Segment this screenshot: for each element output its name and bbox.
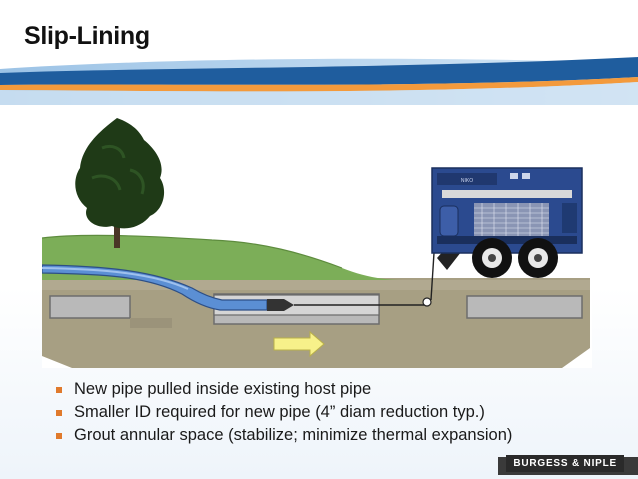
- slip-lining-illustration: NIKO: [42, 118, 592, 368]
- bullet-text: Smaller ID required for new pipe (4” dia…: [74, 403, 485, 421]
- tree-icon: [75, 118, 165, 248]
- cable-pulley: [422, 297, 432, 307]
- wheel-icon: [518, 238, 558, 278]
- company-logo: BURGESS & NIPLE: [506, 455, 624, 472]
- slide-title: Slip-Lining: [24, 22, 150, 50]
- bullet-item: Smaller ID required for new pipe (4” dia…: [56, 401, 512, 424]
- bullet-text: Grout annular space (stabilize; minimize…: [74, 426, 513, 444]
- bullet-text: New pipe pulled inside existing host pip…: [74, 380, 372, 398]
- grass-hill: [42, 235, 402, 280]
- header-banner: [0, 57, 638, 105]
- pulling-head: [267, 299, 294, 311]
- bullet-marker-icon: [56, 386, 62, 393]
- bullet-item: Grout annular space (stabilize; minimize…: [56, 424, 512, 447]
- bullet-item: New pipe pulled inside existing host pip…: [56, 378, 512, 401]
- wheel-icon: [472, 238, 512, 278]
- truck-plate: NIKO: [461, 178, 473, 184]
- bullet-list: New pipe pulled inside existing host pip…: [56, 378, 512, 447]
- bullet-marker-icon: [56, 432, 62, 439]
- winch-truck: NIKO: [431, 167, 583, 278]
- direction-arrow-icon: [273, 330, 325, 358]
- bullet-marker-icon: [56, 409, 62, 416]
